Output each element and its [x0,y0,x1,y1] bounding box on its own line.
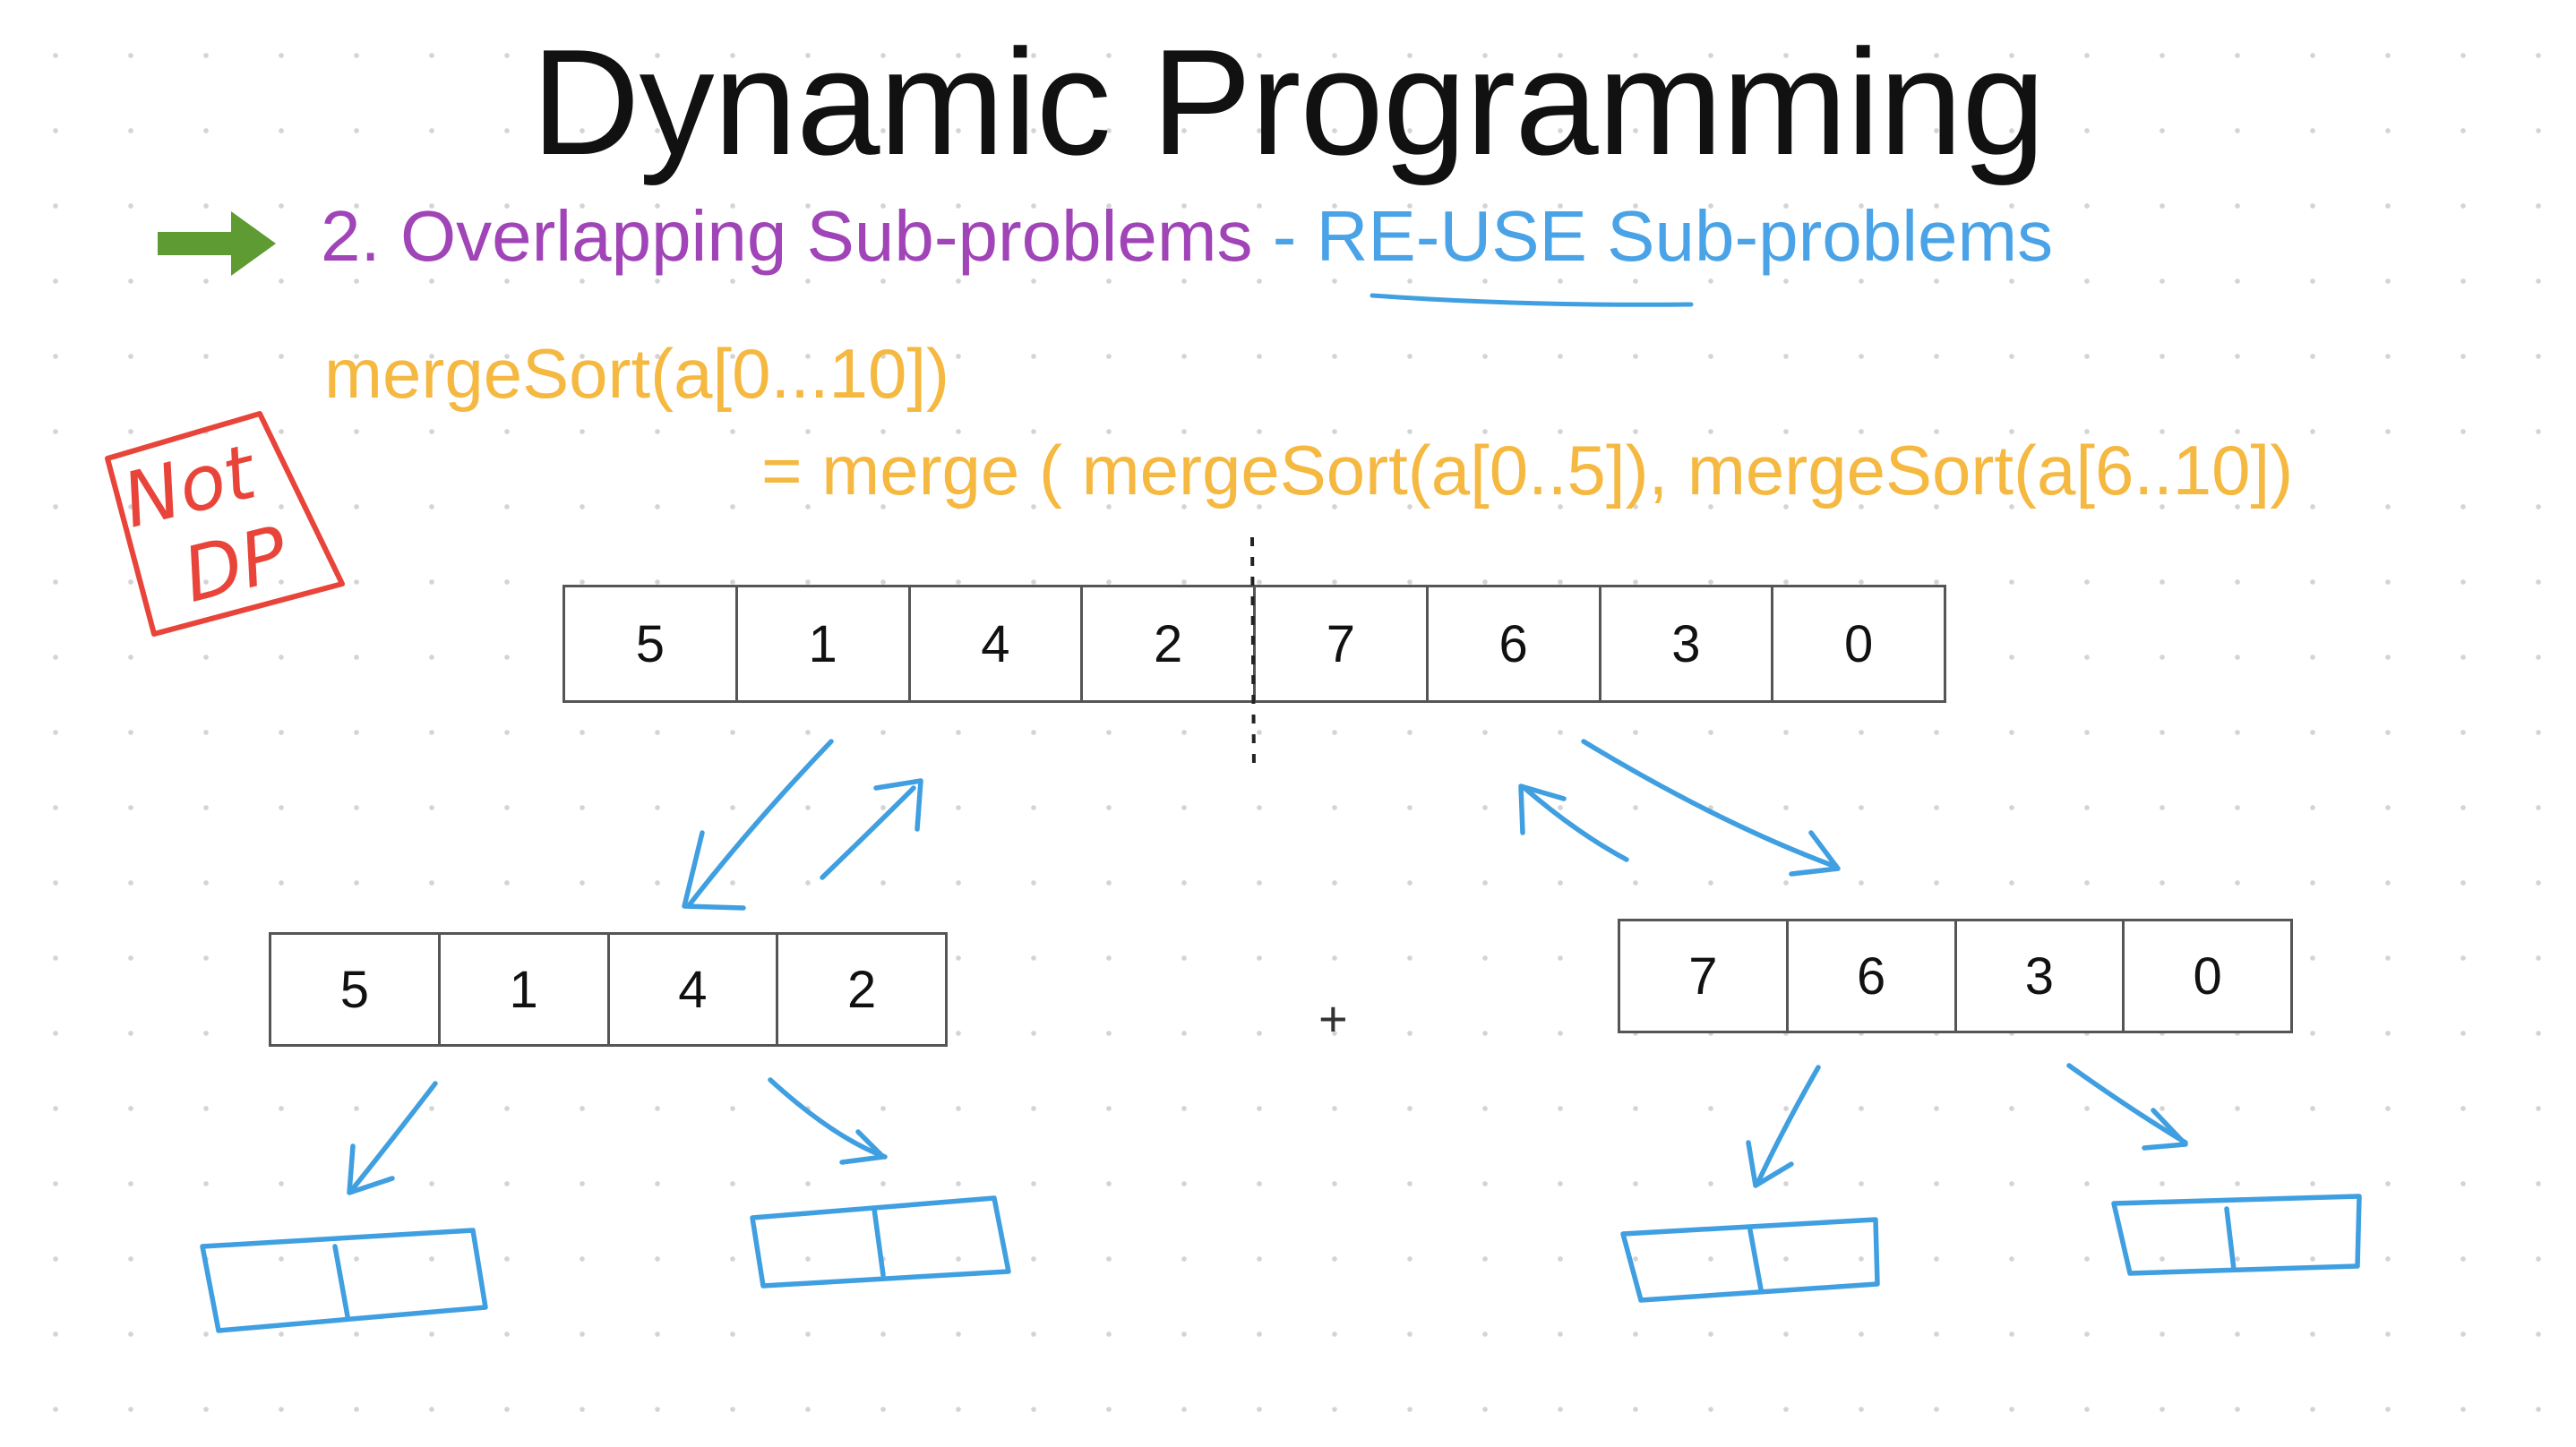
arrow-down-right [1581,739,1839,869]
arrow-head [2142,1108,2188,1151]
page-title: Dynamic Programming [531,18,2045,186]
array-cell: 0 [2193,946,2222,1006]
arrow-down-left [348,1081,438,1194]
hand-drawn-box [2111,1194,2362,1276]
array-cell: 2 [1083,587,1256,700]
array-cell: 6 [1789,921,1957,1031]
array-right: 7 6 3 0 [1618,919,2293,1033]
subtitle-dash: - [1252,196,1317,276]
arrow-head [839,1129,886,1165]
arrow-up-left [1522,785,1629,862]
array-cell: 5 [565,587,738,700]
arrow-down-right [2066,1063,2188,1145]
array-left: 5 1 4 2 [269,932,948,1047]
array-cell: 0 [1843,614,1874,673]
array-top: 5 1 4 2 7 6 3 0 [562,585,1946,703]
crosshair-cursor: + [1318,990,1348,1047]
subtitle-overlapping: 2. Overlapping Sub-problems [321,196,1253,276]
arrow-head [1746,1140,1794,1188]
array-cell: 3 [1957,921,2125,1031]
not-dp-note: Not DP [105,411,345,637]
arrow-head [1518,783,1567,835]
subtitle-reuse: RE-USE Sub-problems [1316,196,2054,276]
hand-drawn-box [1620,1217,1880,1303]
array-cell: 2 [846,960,877,1019]
arrow-down-left [687,739,834,907]
arrow-head [1789,830,1841,877]
array-cell: 7 [1620,921,1789,1031]
subtitle-row: 2. Overlapping Sub-problems - RE-USE Sub… [321,195,2053,278]
array-cell: 4 [610,935,779,1044]
arrow-head [347,1143,395,1195]
arrow-down-right [768,1077,888,1160]
underline-stroke [1370,293,1694,307]
code-line-1: mergeSort(a[0...10]) [324,334,949,413]
arrow-head [682,830,746,911]
array-cell: 3 [1601,587,1774,700]
code-line-2: = merge ( mergeSort(a[0..5]), mergeSort(… [761,431,2294,509]
not-dp-line2: DP [175,509,296,620]
hand-drawn-box [750,1195,1011,1289]
array-cell: 7 [1256,587,1429,700]
array-cell: 1 [738,587,911,700]
arrow-up-right [820,785,916,880]
array-cell: 5 [271,935,441,1044]
not-dp-line1: Not [115,427,266,544]
arrow-right-icon [158,211,276,276]
array-cell: 4 [911,587,1084,700]
arrow-down-left [1755,1065,1821,1186]
hand-drawn-box [200,1228,488,1333]
array-cell: 1 [441,935,610,1044]
arrow-head [873,778,923,832]
array-cell: 6 [1429,587,1601,700]
